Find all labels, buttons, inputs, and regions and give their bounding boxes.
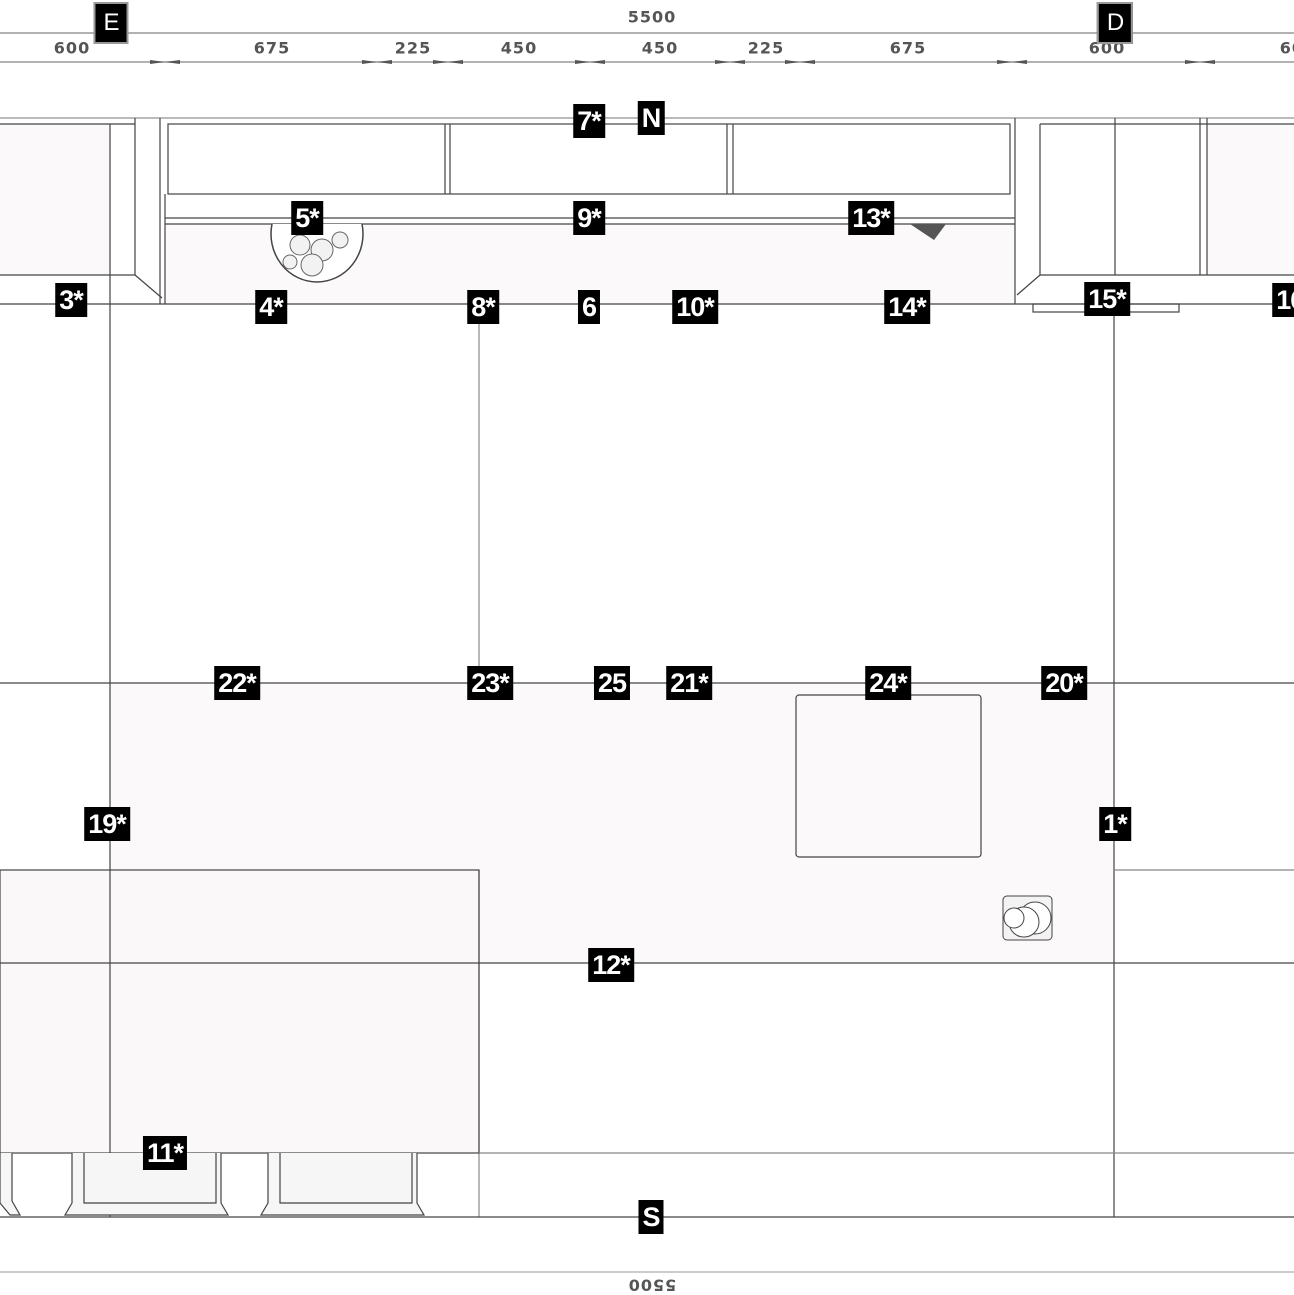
plates-icon (1002, 895, 1053, 941)
item-label[interactable]: 23* (467, 666, 513, 700)
item-label[interactable]: 10* (672, 290, 718, 324)
item-label[interactable]: 11* (142, 1136, 188, 1170)
item-label[interactable]: 6 (577, 290, 601, 324)
compass-north: N (637, 101, 665, 135)
compass-south: S (638, 1200, 664, 1234)
dimension-arrows (150, 60, 1215, 64)
item-label[interactable]: 16* (1272, 283, 1294, 317)
item-label[interactable]: 8* (467, 290, 499, 324)
item-label[interactable]: 22* (214, 666, 260, 700)
item-label[interactable]: 21* (666, 666, 712, 700)
elevation-marker-d[interactable]: D (1096, 2, 1134, 44)
item-label[interactable]: 25 (593, 666, 631, 700)
item-label[interactable]: 24* (865, 666, 911, 700)
dimension-segment: 225 (747, 38, 785, 58)
dimension-lines (0, 32, 1294, 63)
item-label[interactable]: 15* (1084, 282, 1130, 316)
dimension-segment: 675 (889, 38, 927, 58)
dimension-segment: 675 (253, 38, 291, 58)
item-label[interactable]: 14* (884, 290, 930, 324)
dimension-segment: 450 (500, 38, 538, 58)
overall-dimension-top: 5500 (627, 7, 677, 27)
item-label[interactable]: 19* (84, 807, 130, 841)
dimension-segment: 450 (641, 38, 679, 58)
item-label[interactable]: 4* (255, 290, 287, 324)
sink (270, 223, 364, 283)
item-label[interactable]: 1* (1099, 807, 1131, 841)
item-label[interactable]: 20* (1041, 666, 1087, 700)
dimension-segment: 600 (53, 38, 91, 58)
elevation-marker-e[interactable]: E (93, 2, 129, 44)
item-label[interactable]: 9* (573, 201, 605, 235)
range-hood-symbol (910, 224, 946, 240)
item-label[interactable]: 7* (573, 104, 605, 138)
item-label[interactable]: 12* (588, 948, 634, 982)
item-label[interactable]: 3* (55, 283, 87, 317)
chairs (0, 1153, 426, 1216)
dimension-segment: 225 (394, 38, 432, 58)
overall-dimension-bottom: 5500 (627, 1275, 677, 1295)
item-label[interactable]: 5* (291, 201, 323, 235)
dining-table (0, 870, 479, 1153)
item-label[interactable]: 13* (848, 201, 894, 235)
dimension-segment: 600 (1279, 38, 1294, 58)
